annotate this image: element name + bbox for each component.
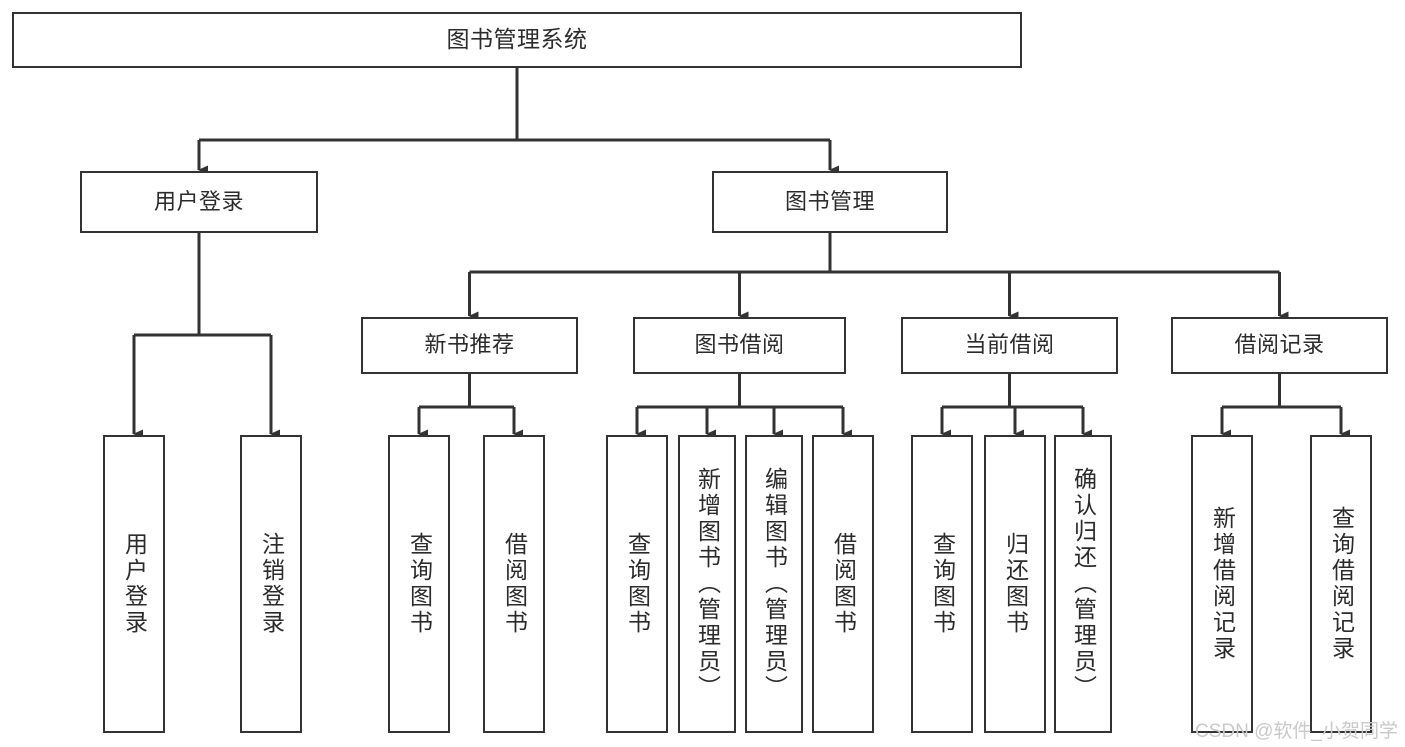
node-borrow-record: 借阅记录 xyxy=(1171,317,1388,374)
node-label: 新增图书（管理员） xyxy=(694,467,721,701)
node-label: 图书借阅 xyxy=(694,332,785,358)
node-leaf-user-login: 用户登录 xyxy=(103,435,165,733)
node-leaf-query-book-3: 查询图书 xyxy=(911,435,973,733)
connector-lines xyxy=(132,68,1350,439)
node-leaf-query-record: 查询借阅记录 xyxy=(1310,435,1372,733)
node-book-manage: 图书管理 xyxy=(712,171,948,233)
node-label: 用户登录 xyxy=(121,532,148,636)
node-user-login: 用户登录 xyxy=(80,171,318,233)
node-new-book-rec: 新书推荐 xyxy=(361,317,578,374)
node-leaf-add-book: 新增图书（管理员） xyxy=(678,435,736,733)
node-root: 图书管理系统 xyxy=(12,12,1022,68)
node-label: 查询图书 xyxy=(929,532,956,636)
node-label: 新书推荐 xyxy=(424,332,515,358)
node-label: 注销登录 xyxy=(258,532,285,636)
node-label: 查询图书 xyxy=(406,532,433,636)
node-label: 当前借阅 xyxy=(964,332,1055,358)
node-leaf-borrow-book-2: 借阅图书 xyxy=(812,435,874,733)
node-label: 查询图书 xyxy=(624,532,651,636)
node-leaf-edit-book: 编辑图书（管理员） xyxy=(745,435,803,733)
node-label: 归还图书 xyxy=(1002,532,1029,636)
node-leaf-query-book-1: 查询图书 xyxy=(388,435,450,733)
node-label: 编辑图书（管理员） xyxy=(761,467,788,701)
node-label: 查询借阅记录 xyxy=(1328,506,1355,662)
node-label: 借阅图书 xyxy=(501,532,528,636)
node-label: 图书管理 xyxy=(784,188,875,214)
node-label: 新增借阅记录 xyxy=(1209,506,1236,662)
node-leaf-add-record: 新增借阅记录 xyxy=(1191,435,1253,733)
node-leaf-query-book-2: 查询图书 xyxy=(606,435,668,733)
node-label: 用户登录 xyxy=(153,188,244,214)
node-book-borrow: 图书借阅 xyxy=(633,317,846,374)
node-label: 借阅记录 xyxy=(1234,332,1325,358)
node-leaf-borrow-book-1: 借阅图书 xyxy=(483,435,545,733)
node-leaf-logout: 注销登录 xyxy=(240,435,302,733)
node-leaf-return-book: 归还图书 xyxy=(984,435,1046,733)
node-label: 确认归还（管理员） xyxy=(1070,467,1097,701)
node-leaf-confirm-return: 确认归还（管理员） xyxy=(1054,435,1112,733)
node-current-borrow: 当前借阅 xyxy=(901,317,1118,374)
node-label: 借阅图书 xyxy=(830,532,857,636)
node-label: 图书管理系统 xyxy=(446,26,588,53)
